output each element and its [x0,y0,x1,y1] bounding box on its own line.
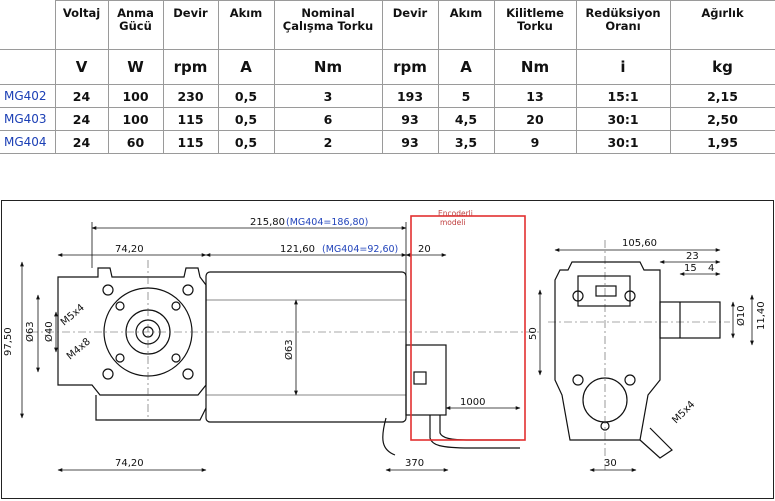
cell: 5 [437,84,495,108]
model-name: MG403 [0,107,56,131]
encoder-label-1: Encoderli [438,209,473,218]
dim-gear-length-top: 74,20 [115,244,144,255]
dim-pcd: Ø63 [24,321,36,342]
unit-current: A [217,49,275,85]
unit-speed: rpm [162,49,219,85]
header-rated-power: Anma Gücü [107,0,164,50]
unit-voltage: V [54,49,109,85]
dim-bore: Ø40 [43,321,55,342]
dim-shaft-23: 23 [686,251,699,262]
cell: 30:1 [575,130,671,154]
dim-height-total: 97,50 [3,327,14,356]
header-current-2: Akım [437,0,495,50]
center-lines [30,240,730,470]
dim-side-thread: M5x4 [670,399,697,426]
unit-locking-torque: Nm [493,49,577,85]
cell: 13 [493,84,577,108]
dim-encoder-offset: 20 [418,244,431,255]
dim-shaft-height: 11,40 [756,301,767,330]
header-nominal-torque: Nominal Çalışma Torku [273,0,383,50]
header-row: Voltaj Anma Gücü Devir Akım Nominal Çalı… [0,0,775,50]
header-speed: Devir [162,0,219,50]
header-locking-torque: Kilitleme Torku [493,0,577,50]
model-name: MG402 [0,84,56,108]
cell: 1,95 [669,130,775,154]
cell: 0,5 [217,107,275,131]
side-dimension-lines [538,248,754,472]
dim-cable-length: 1000 [460,397,485,408]
header-voltage: Voltaj [54,0,109,50]
cell: 24 [54,107,109,131]
spec-table: Voltaj Anma Gücü Devir Akım Nominal Çalı… [0,0,775,154]
dim-motor-diameter: Ø63 [283,339,295,360]
unit-current-2: A [437,49,495,85]
dim-shaft-diameter: Ø10 [735,305,747,326]
dim-side-base: 30 [604,458,617,469]
cell: 24 [54,130,109,154]
cell: 0,5 [217,84,275,108]
table-row: MG403 24 100 115 0,5 6 93 4,5 20 30:1 2,… [0,107,775,131]
dim-motor-length-alt: (MG404=92,60) [322,244,398,255]
cell: 3 [273,84,383,108]
units-row: V W rpm A Nm rpm A Nm i kg [0,49,775,85]
dim-encoder-height: 50 [528,327,539,340]
cell: 2,15 [669,84,775,108]
dim-base-length: 370 [405,458,424,469]
dim-motor-length: 121,60 [280,244,315,255]
encoder-label-2: modeli [440,218,465,227]
cell: 100 [107,84,164,108]
cell: 9 [493,130,577,154]
cell: 193 [381,84,439,108]
cell: 30:1 [575,107,671,131]
cell: 15:1 [575,84,671,108]
dim-shaft-4: 4 [708,263,714,274]
table-row: MG404 24 60 115 0,5 2 93 3,5 9 30:1 1,95 [0,130,775,154]
dim-shaft-15: 15 [684,263,697,274]
drawing-frame [1,200,774,499]
dimension-lines [20,222,521,472]
cell: 6 [273,107,383,131]
unit-weight: kg [669,49,775,85]
header-speed-2: Devir [381,0,439,50]
cell: 230 [162,84,219,108]
header-weight: Ağırlık [669,0,775,50]
corner-cell [0,0,56,50]
dim-overall-length-alt: (MG404=186,80) [286,217,368,228]
model-name: MG404 [0,130,56,154]
table-row: MG402 24 100 230 0,5 3 193 5 13 15:1 2,1… [0,84,775,108]
header-current: Akım [217,0,275,50]
cell: 93 [381,130,439,154]
unit-nominal-torque: Nm [273,49,383,85]
dim-thread-2: M4x8 [65,336,93,362]
unit-power: W [107,49,164,85]
cell: 100 [107,107,164,131]
technical-drawing: 215,80 (MG404=186,80) 74,20 121,60 (MG40… [1,200,774,499]
dim-thread-1: M5x4 [59,302,87,328]
unit-ratio: i [575,49,671,85]
encoder-model-box [410,215,526,441]
side-view [554,261,721,459]
dim-gear-length-bottom: 74,20 [115,458,144,469]
cell: 2 [273,130,383,154]
cell: 115 [162,130,219,154]
dim-side-width: 105,60 [622,238,657,249]
header-reduction-ratio: Redüksiyon Oranı [575,0,671,50]
cell: 93 [381,107,439,131]
cell: 24 [54,84,109,108]
unit-speed-2: rpm [381,49,439,85]
front-view [57,267,520,456]
cell: 3,5 [437,130,495,154]
cell: 4,5 [437,107,495,131]
cell: 20 [493,107,577,131]
dim-overall-length: 215,80 [250,217,285,228]
cell: 60 [107,130,164,154]
corner-cell-2 [0,49,56,85]
cell: 0,5 [217,130,275,154]
cell: 2,50 [669,107,775,131]
cell: 115 [162,107,219,131]
